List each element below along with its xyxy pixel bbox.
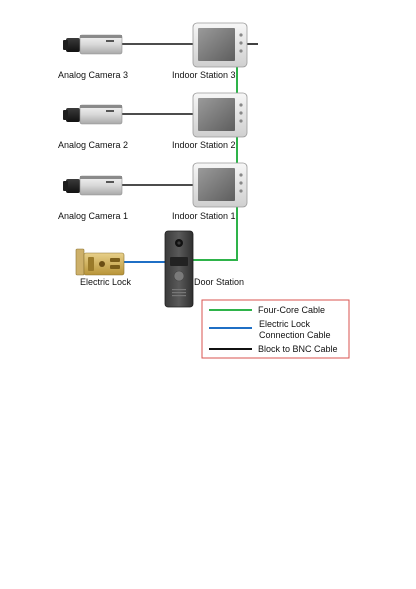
camera-3: Analog Camera 3 <box>58 34 128 80</box>
door-station-icon <box>164 230 194 308</box>
electric-lock-label: Electric Lock <box>80 277 132 287</box>
camera-1-label: Analog Camera 1 <box>58 211 128 221</box>
lock-icon <box>75 248 125 276</box>
legend-label-lock-cable-line1: Electric Lock <box>259 319 311 329</box>
camera-2: Analog Camera 2 <box>58 104 128 150</box>
camera-icon <box>63 34 123 55</box>
indoor-station-3-label: Indoor Station 3 <box>172 70 236 80</box>
legend: Four-Core Cable Electric Lock Connection… <box>201 299 350 359</box>
indoor-station-1: Indoor Station 1 <box>172 162 248 221</box>
indoor-station-2-label: Indoor Station 2 <box>172 140 236 150</box>
legend-item-lock-cable: Electric Lock Connection Cable <box>209 319 331 340</box>
legend-item-bnc: Block to BNC Cable <box>209 344 338 354</box>
legend-label-bnc: Block to BNC Cable <box>258 344 338 354</box>
indoor-station-3: Indoor Station 3 <box>172 22 248 80</box>
four-core-cable-door <box>193 207 238 261</box>
monitor-icon <box>192 162 248 208</box>
door-station-label: Door Station <box>194 277 244 287</box>
legend-item-four-core: Four-Core Cable <box>209 305 325 315</box>
indoor-station-2: Indoor Station 2 <box>172 92 248 150</box>
legend-label-lock-cable-line2: Connection Cable <box>259 330 331 340</box>
camera-3-label: Analog Camera 3 <box>58 70 128 80</box>
indoor-station-1-label: Indoor Station 1 <box>172 211 236 221</box>
camera-icon <box>63 175 123 196</box>
monitor-icon <box>192 22 248 68</box>
electric-lock: Electric Lock <box>75 248 132 287</box>
monitor-icon <box>192 92 248 138</box>
camera-1: Analog Camera 1 <box>58 175 128 221</box>
legend-label-four-core: Four-Core Cable <box>258 305 325 315</box>
camera-icon <box>63 104 123 125</box>
camera-2-label: Analog Camera 2 <box>58 140 128 150</box>
door-station: Door Station <box>164 230 244 308</box>
